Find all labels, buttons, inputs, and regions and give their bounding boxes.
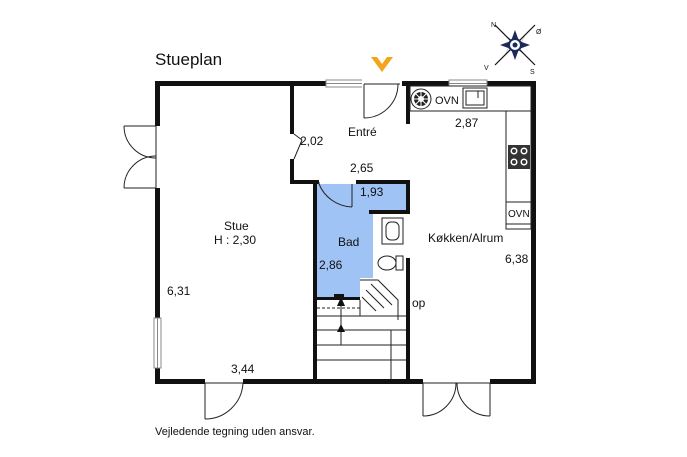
stue-left-door	[123, 125, 163, 189]
kitchen-sink-icon	[462, 87, 488, 109]
kitchen-name: Køkken/Alrum	[428, 231, 503, 245]
stue-dim-side: 6,31	[167, 284, 191, 298]
windows	[153, 79, 488, 369]
entre-side-door	[293, 133, 303, 160]
compass-south-label: S	[530, 69, 535, 76]
stue-height: H : 2,30	[214, 233, 256, 247]
compass-east-label: Ø	[536, 29, 542, 36]
stue-bottom-door	[204, 377, 244, 420]
interior-walls	[290, 86, 410, 384]
bathroom-dim-top: 1,93	[360, 185, 384, 199]
entre-name: Entré	[348, 125, 377, 139]
kitchen-dim-side: 6,38	[505, 252, 529, 266]
right-oven-box	[505, 201, 532, 225]
bathroom-dim-side: 2,86	[319, 258, 343, 272]
entrance-door	[362, 79, 402, 119]
toilet-icon	[377, 255, 404, 271]
stue-dim-bottom: 3,44	[231, 362, 255, 376]
kitchen-dim-top: 2,87	[455, 116, 479, 130]
bathroom-sink-icon	[381, 217, 404, 245]
staircase	[317, 279, 406, 379]
stue-name: Stue	[224, 219, 249, 233]
entre-dim-left: 2,02	[300, 134, 324, 148]
bathroom-name: Bad	[338, 235, 359, 249]
compass-icon	[494, 24, 536, 66]
compass-north-label: N	[491, 22, 496, 29]
stairs-label: op	[412, 296, 426, 310]
entre-dim-top: 2,65	[350, 161, 374, 175]
entry-marker-icon	[371, 57, 393, 72]
oven-right-label: OVN	[508, 209, 530, 220]
bathroom-door	[318, 182, 353, 208]
disclaimer-text: Vejledende tegning uden ansvar.	[155, 426, 315, 438]
cooktop-icon	[508, 145, 530, 169]
oven-top-label: OVN	[435, 95, 459, 107]
extractor-fan-icon	[410, 88, 432, 110]
bathroom-fill	[317, 184, 406, 300]
plan-title: Stueplan	[155, 50, 223, 69]
kitchen-bottom-door	[422, 377, 491, 417]
compass-west-label: V	[484, 65, 489, 72]
